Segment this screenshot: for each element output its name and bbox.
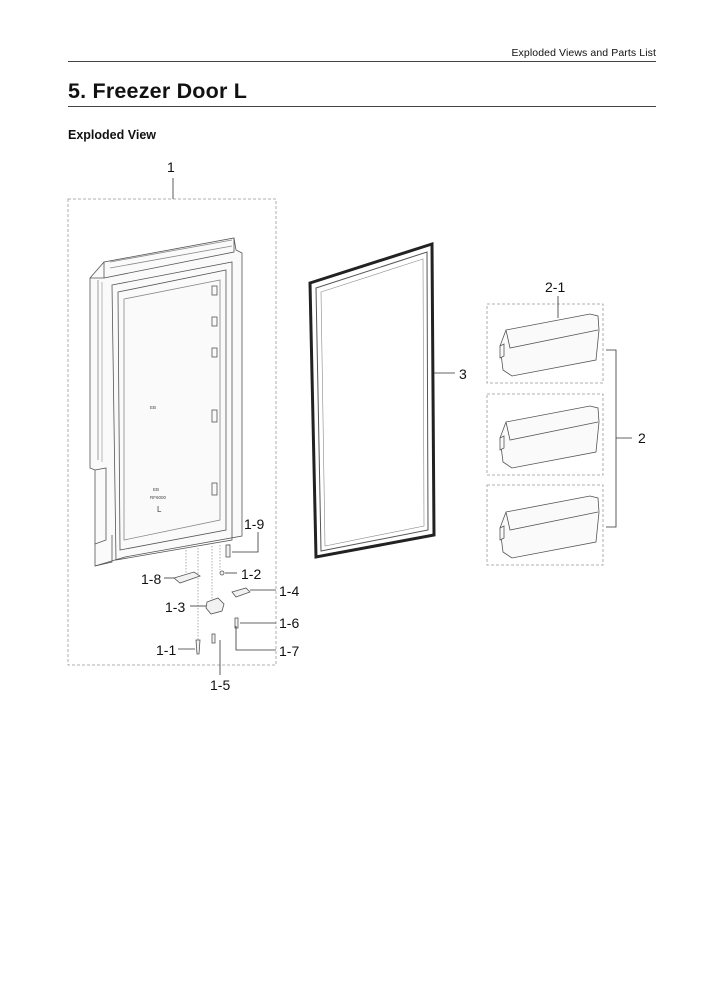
callout-1-3: 1-3 — [165, 599, 185, 615]
callout-1-8: 1-8 — [141, 571, 161, 587]
door-bin-1 — [499, 313, 600, 377]
group-1-outline — [67, 198, 277, 666]
callout-1-7: 1-7 — [279, 643, 299, 659]
part-1-1 — [195, 639, 201, 655]
part-1-3 — [205, 597, 225, 615]
callout-1-6: 1-6 — [279, 615, 299, 631]
bin-box-1 — [486, 303, 604, 384]
door-bins — [486, 303, 604, 566]
bin-box-2 — [486, 393, 604, 476]
callout-1-1: 1-1 — [156, 642, 176, 658]
door-side-marking: L — [157, 505, 162, 514]
part-1-4 — [231, 587, 251, 598]
door-marking-a: EB — [150, 405, 156, 410]
page-header: Exploded Views and Parts List — [0, 0, 708, 120]
callout-2: 2 — [638, 430, 646, 446]
assembly-guide-lines — [185, 544, 230, 640]
callout-1-9: 1-9 — [244, 516, 264, 532]
callout-2-1: 2-1 — [545, 279, 565, 295]
callout-1-2: 1-2 — [241, 566, 261, 582]
part-1-9 — [225, 544, 231, 558]
header-rule — [68, 61, 656, 62]
subheading: Exploded View — [68, 128, 156, 142]
part-1-2 — [219, 570, 225, 576]
section-title: Exploded Views and Parts List — [511, 47, 656, 59]
callout-1-5: 1-5 — [210, 677, 230, 693]
page-title: 5. Freezer Door L — [68, 79, 248, 103]
door-liner — [89, 237, 243, 567]
hinge-parts — [173, 544, 251, 655]
bin-box-3 — [486, 484, 604, 566]
callout-3: 3 — [459, 366, 467, 382]
door-bin-2 — [499, 405, 600, 469]
part-1-8 — [173, 571, 201, 584]
part-1-6 — [234, 617, 239, 629]
callout-leaders-group-1 — [164, 532, 276, 675]
callout-bracket-2 — [606, 349, 632, 528]
callout-1-4: 1-4 — [279, 583, 299, 599]
door-model-marking: RF6000 — [150, 495, 167, 500]
door-gasket — [308, 241, 436, 559]
callout-1: 1 — [167, 159, 175, 175]
door-marking-b: EB — [153, 487, 159, 492]
door-bin-3 — [499, 495, 600, 559]
part-1-5 — [211, 633, 216, 644]
title-rule — [68, 106, 656, 107]
